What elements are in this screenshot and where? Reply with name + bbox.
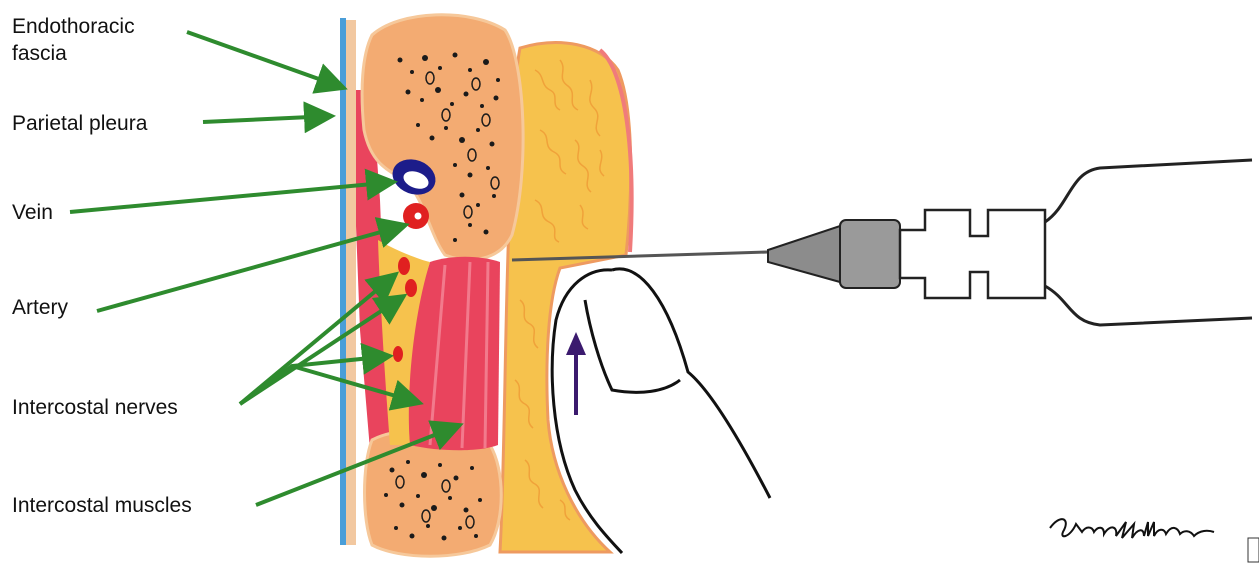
syringe-flanges	[1045, 160, 1252, 325]
needle-hub	[768, 226, 840, 282]
label-artery: Artery	[12, 296, 69, 319]
label-endothoracic-line2: fascia	[12, 42, 67, 65]
label-intercostal-muscles: Intercostal muscles	[12, 494, 192, 517]
needle-adapter	[840, 220, 900, 288]
nerve-3	[393, 346, 403, 362]
label-intercostal-nerves: Intercostal nerves	[12, 396, 178, 419]
nerve-2	[405, 279, 417, 297]
arrow-endothoracic	[187, 32, 344, 88]
upper-rib	[362, 15, 523, 260]
nerve-1	[398, 257, 410, 275]
syringe-connector	[900, 210, 1045, 298]
finger	[552, 269, 770, 553]
label-vein: Vein	[12, 201, 53, 224]
corner-mark	[1248, 538, 1259, 562]
label-endothoracic-line1: Endothoracic	[12, 15, 135, 38]
label-parietal-pleura: Parietal pleura	[12, 112, 148, 135]
artist-signature	[1050, 519, 1214, 538]
arrow-parietal-pleura	[203, 116, 332, 122]
artery-lumen	[415, 213, 422, 220]
